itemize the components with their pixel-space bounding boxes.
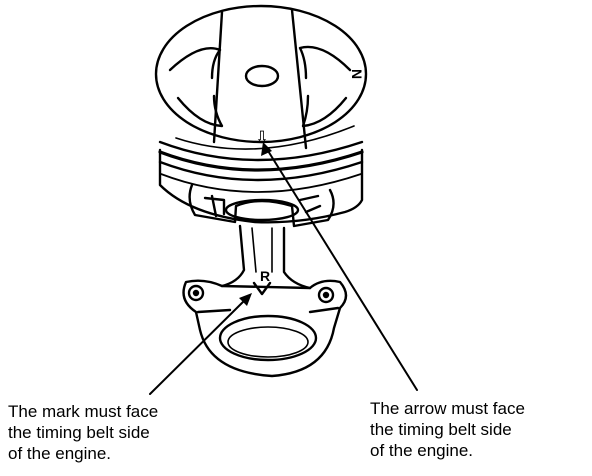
rod-cap-parting-line — [196, 306, 340, 314]
piston-ring-groove-2 — [158, 150, 364, 172]
piston-pin — [224, 198, 300, 222]
rod-mark-notch — [252, 281, 272, 296]
leader-line-arrow — [264, 145, 418, 391]
callout-mark-line-1: The mark must face — [8, 402, 159, 421]
piston-crown-top — [154, 4, 368, 144]
rod-big-end-bore-inner — [227, 326, 309, 358]
rod-big-end-outline — [182, 279, 348, 378]
valve-relief-left-upper — [168, 47, 222, 80]
piston-ring-groove-3 — [158, 160, 364, 182]
rod-shank-right — [282, 226, 312, 290]
leader-arrowhead-arrow — [261, 142, 272, 156]
callout-arrow-line-2: the timing belt side — [370, 420, 512, 439]
piston-skirt — [158, 148, 364, 224]
rod-bolt-left — [187, 284, 205, 302]
callout-mark: The mark must face the timing belt side … — [8, 401, 158, 464]
valve-relief-right-upper — [298, 45, 352, 80]
callout-arrow: The arrow must face the timing belt side… — [370, 398, 525, 461]
piston-arrow-mark: ⇩ — [255, 128, 269, 148]
pin-boss-left-web — [203, 194, 226, 218]
callout-mark-line-2: the timing belt side — [8, 423, 150, 442]
piston-crown-letter: N — [349, 69, 365, 79]
callout-arrow-line-3: of the engine. — [370, 441, 474, 460]
rod-shank-left — [220, 224, 246, 288]
piston-crown-center-band — [212, 10, 224, 144]
piston-crown-dimple — [244, 64, 280, 88]
rod-letter: R — [260, 268, 270, 284]
piston-ring-groove-1 — [158, 140, 364, 162]
valve-relief-left-lower — [176, 94, 224, 128]
leader-line-mark — [149, 296, 249, 395]
rod-bolt-right — [317, 286, 335, 304]
piston-crown-inner-edge — [175, 125, 355, 150]
rod-big-end-bore — [218, 314, 318, 362]
rod-shank-rib — [251, 227, 273, 273]
rod-bolt-right-center — [322, 291, 330, 299]
rod-bolt-left-center — [192, 289, 200, 297]
valve-relief-right-lower — [301, 94, 348, 128]
leader-arrowhead-mark — [239, 293, 252, 306]
piston-ring-groove-4 — [160, 173, 362, 193]
callout-mark-line-3: of the engine. — [8, 444, 112, 463]
pin-boss-right-web — [298, 194, 322, 214]
piston-crown-center-band-right — [290, 8, 308, 150]
callout-arrow-line-1: The arrow must face — [370, 399, 525, 418]
